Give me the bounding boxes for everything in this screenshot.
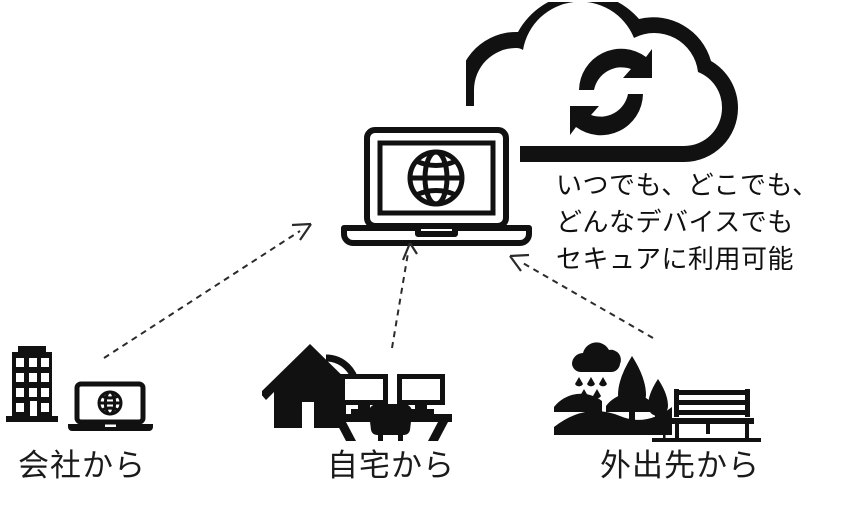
- source-label-home: 自宅から: [327, 448, 455, 484]
- outside-source-icons: [554, 342, 761, 442]
- rain-cloud-icon: [572, 342, 621, 399]
- office-building-icon: [6, 346, 58, 422]
- laptop-globe-icon: [68, 381, 153, 431]
- tree-icon: [618, 356, 668, 430]
- park-bench-icon: [670, 389, 754, 439]
- caption-text: いつでも、どこでも、 どんなデバイスでも セキュアに利用可能: [556, 168, 850, 279]
- chair-icon: [368, 403, 413, 441]
- cloud-sync-icon: [466, 2, 739, 162]
- laptop-globe-icon: [341, 127, 532, 246]
- home-source-icons: [262, 344, 452, 441]
- source-label-outside: 外出先から: [600, 448, 760, 484]
- ground-line: [652, 438, 761, 442]
- source-label-office: 会社から: [18, 448, 146, 484]
- office-source-icons: [6, 346, 153, 431]
- flower-icon: [656, 418, 672, 439]
- connector-home-to-hub: [391, 242, 418, 349]
- caption-line-3: セキュアに利用可能: [556, 245, 794, 275]
- caption-line-2: どんなデバイスでも: [556, 208, 794, 238]
- caption-line-1: いつでも、どこでも、: [556, 171, 819, 201]
